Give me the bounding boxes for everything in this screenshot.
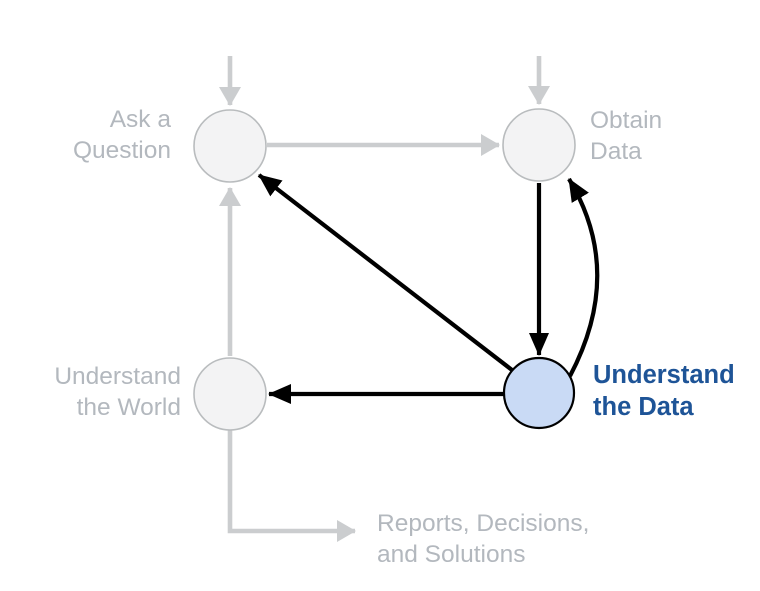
node-understand-the-world: [193, 357, 267, 431]
label-reports-decisions-line1: Reports, Decisions,: [377, 510, 589, 537]
label-understand-the-world-line2: the World: [77, 394, 181, 421]
label-understand-the-data-line1: Understand: [593, 361, 735, 389]
label-ask-a-question-line2: Question: [73, 137, 171, 164]
arrow-understand-data-to-obtain-data: [567, 177, 600, 377]
label-obtain-data-line2: Data: [590, 138, 642, 165]
node-obtain-data: [502, 108, 576, 182]
label-understand-the-world-line1: Understand: [54, 363, 181, 390]
label-ask-a-question-line1: Ask a: [110, 106, 172, 133]
node-ask-a-question: [193, 109, 267, 183]
arrow-understand-data-to-ask-question: [257, 173, 514, 372]
node-understand-the-data: [502, 356, 576, 430]
label-reports-decisions-line2: and Solutions: [377, 541, 525, 568]
label-understand-the-data-line2: the Data: [593, 393, 694, 421]
label-obtain-data-line1: Obtain: [590, 107, 662, 134]
arrow-understand-world-to-reports: [227, 429, 356, 542]
